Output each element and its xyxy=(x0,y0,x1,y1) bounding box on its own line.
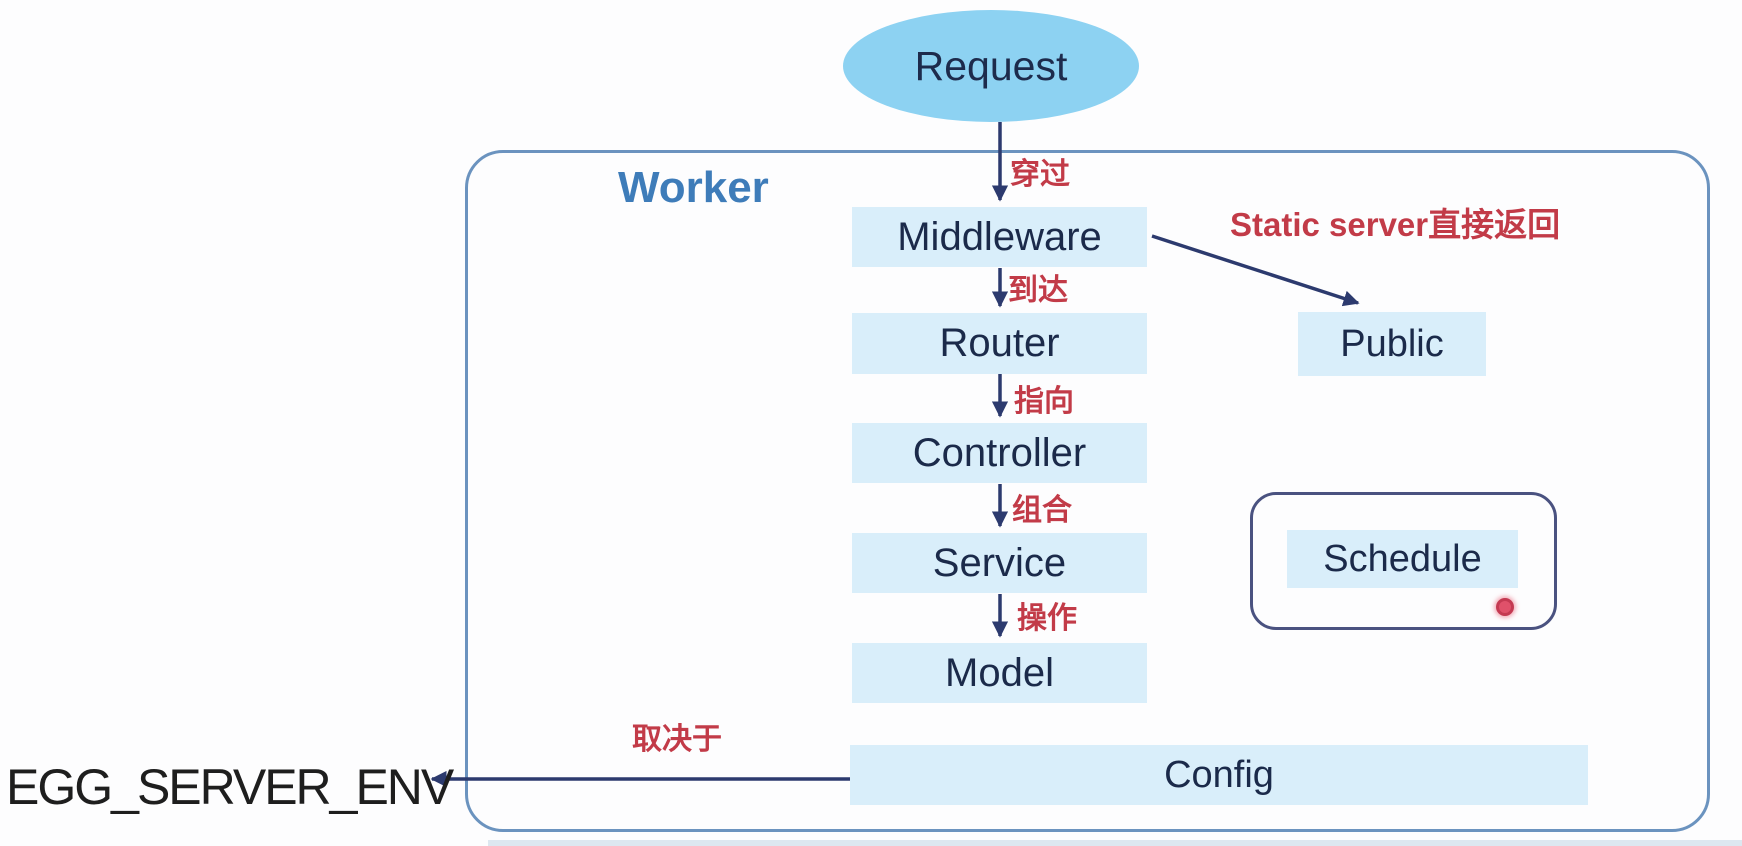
node-public-label: Public xyxy=(1340,322,1444,365)
worker-container-box xyxy=(465,150,1710,832)
bottom-edge-strip xyxy=(488,840,1742,846)
edge-label-compose: 组合 xyxy=(1012,494,1072,527)
schedule-group-box xyxy=(1250,492,1557,630)
node-schedule: Schedule xyxy=(1287,530,1518,588)
node-service: Service xyxy=(852,533,1147,593)
node-router-label: Router xyxy=(939,321,1060,365)
node-router: Router xyxy=(852,313,1147,374)
node-middleware-label: Middleware xyxy=(897,214,1102,259)
node-public: Public xyxy=(1298,312,1486,376)
node-model: Model xyxy=(852,643,1147,703)
edge-label-static-server: Static server直接返回 xyxy=(1230,206,1561,243)
edge-label-pass-through: 穿过 xyxy=(1010,158,1070,191)
edge-label-operate: 操作 xyxy=(1017,602,1077,635)
request-node: Request xyxy=(843,10,1139,122)
edge-label-depends-on: 取决于 xyxy=(632,723,722,756)
node-config-label: Config xyxy=(1164,753,1274,796)
node-controller: Controller xyxy=(852,423,1147,483)
node-controller-label: Controller xyxy=(912,430,1087,475)
worker-title: Worker xyxy=(618,163,769,212)
node-service-label: Service xyxy=(932,540,1067,585)
node-model-label: Model xyxy=(945,650,1054,695)
egg-server-env-label: EGG_SERVER_ENV xyxy=(6,759,454,815)
node-config: Config xyxy=(850,745,1588,805)
request-label: Request xyxy=(914,42,1068,89)
node-middleware: Middleware xyxy=(852,207,1147,267)
edge-label-point-to: 指向 xyxy=(1014,385,1074,418)
laser-pointer-dot xyxy=(1496,598,1514,616)
node-schedule-label: Schedule xyxy=(1323,537,1482,580)
edge-label-arrive: 到达 xyxy=(1008,274,1068,307)
